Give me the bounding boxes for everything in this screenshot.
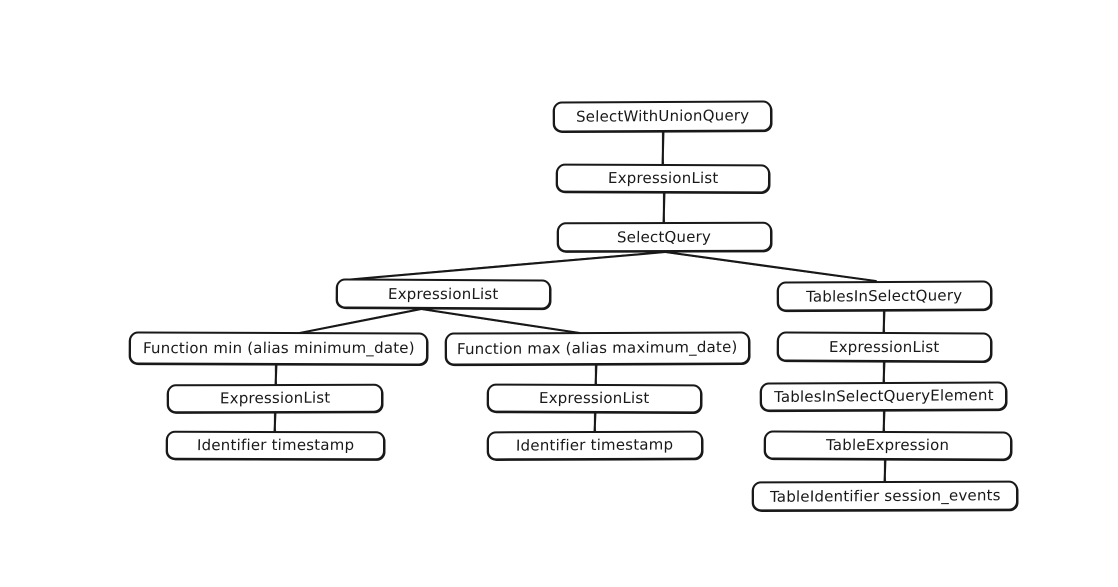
edge-n4-to-n6 <box>298 307 423 335</box>
node-n10[interactable]: ExpressionList <box>486 383 703 414</box>
node-n13[interactable]: Identifier timestamp <box>486 430 704 461</box>
node-label: TableIdentifier session_events <box>769 485 1001 506</box>
node-n14[interactable]: TableExpression <box>763 430 1013 461</box>
node-n6[interactable]: Function min (alias minimum_date) <box>128 331 429 366</box>
node-label: ExpressionList <box>829 337 940 356</box>
node-n9[interactable]: ExpressionList <box>166 383 384 414</box>
edge-n3-to-n4 <box>343 250 667 282</box>
edge-n4-to-n7 <box>419 307 582 335</box>
node-label: ExpressionList <box>539 388 650 408</box>
node-label: TablesInSelectQueryElement <box>773 386 994 406</box>
edge-n14-to-n15 <box>883 458 887 483</box>
node-label: TableExpression <box>826 435 950 455</box>
node-label: ExpressionList <box>607 168 719 188</box>
node-label: Identifier timestamp <box>516 435 674 455</box>
edge-n2-to-n3 <box>662 191 666 224</box>
node-n4[interactable]: ExpressionList <box>335 278 552 310</box>
node-n1[interactable]: SelectWithUnionQuery <box>552 100 773 133</box>
edge-n6-to-n9 <box>274 363 278 386</box>
node-n2[interactable]: ExpressionList <box>555 163 771 194</box>
edge-n11-to-n14 <box>882 409 886 433</box>
node-n8[interactable]: ExpressionList <box>776 331 993 363</box>
node-label: Identifier timestamp <box>196 435 355 455</box>
node-label: Function max (alias maximum_date) <box>457 337 738 359</box>
edge-n9-to-n12 <box>273 411 277 433</box>
edge-n3-to-n5 <box>663 250 878 283</box>
edge-n10-to-n13 <box>593 411 597 433</box>
node-n7[interactable]: Function max (alias maximum_date) <box>444 331 751 366</box>
node-n12[interactable]: Identifier timestamp <box>165 430 386 461</box>
node-label: SelectWithUnionQuery <box>575 106 750 126</box>
node-label: TablesInSelectQuery <box>806 285 963 306</box>
node-n11[interactable]: TablesInSelectQueryElement <box>759 381 1008 412</box>
node-label: SelectQuery <box>617 227 712 246</box>
node-label: Function min (alias minimum_date) <box>142 338 415 358</box>
edge-n1-to-n2 <box>661 130 665 166</box>
node-label: ExpressionList <box>388 284 499 303</box>
edge-n5-to-n8 <box>882 309 886 334</box>
node-label: ExpressionList <box>219 388 331 408</box>
node-n5[interactable]: TablesInSelectQuery <box>776 280 993 312</box>
edge-n7-to-n10 <box>594 363 598 386</box>
node-n15[interactable]: TableIdentifier session_events <box>751 480 1019 512</box>
node-n3[interactable]: SelectQuery <box>556 221 773 253</box>
edge-n8-to-n11 <box>882 360 886 384</box>
